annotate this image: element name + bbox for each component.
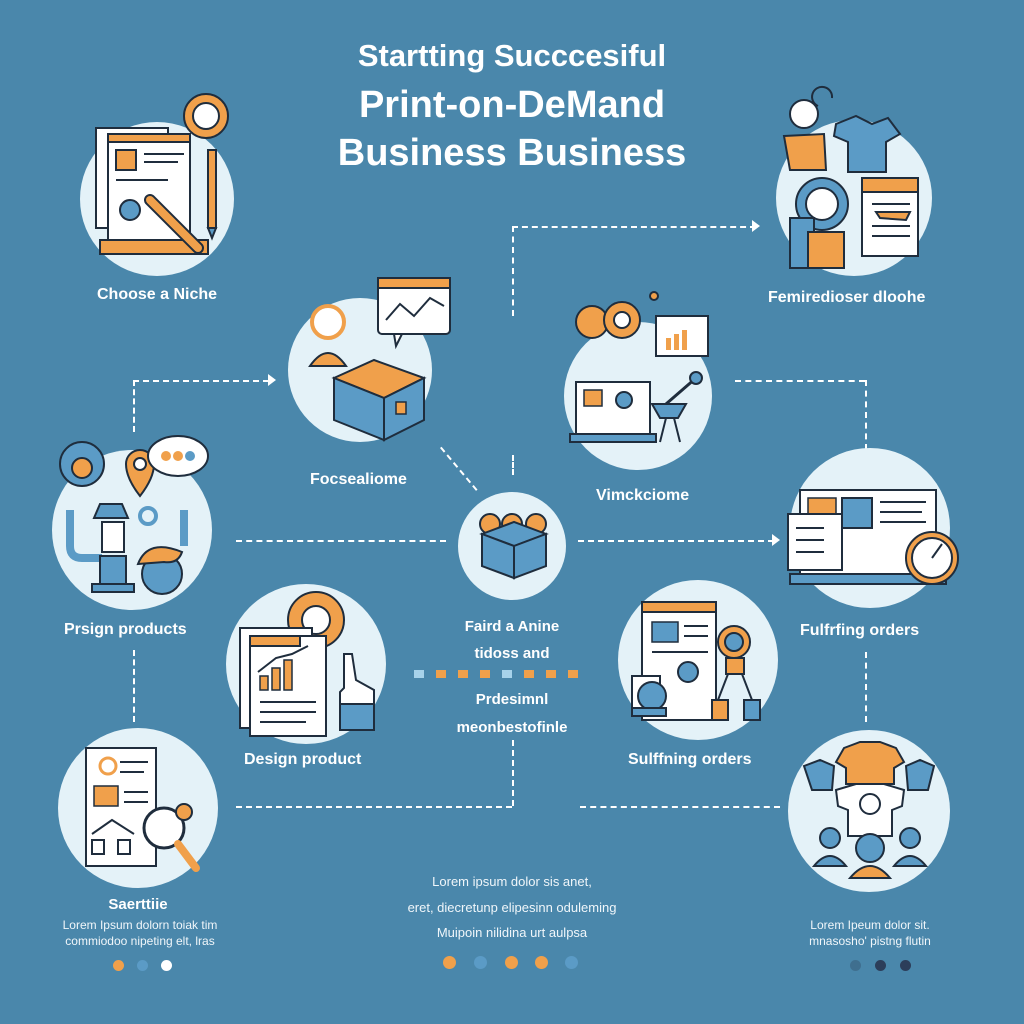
connector-top-right-h xyxy=(512,226,756,228)
arrow-head-top-right xyxy=(752,220,760,232)
gear-location-chat-icon xyxy=(59,435,209,595)
page-dot[interactable] xyxy=(443,956,456,969)
connector-top-right-v xyxy=(512,226,514,316)
center-text-line-1: Faird a Anine xyxy=(464,618,560,635)
connector-mid-right xyxy=(578,540,774,542)
page-dot[interactable] xyxy=(113,960,124,971)
arrow-head-mid-right xyxy=(772,534,780,546)
pagination-right xyxy=(848,960,918,972)
dashed-color-bar xyxy=(412,670,612,680)
connector-mid-left xyxy=(236,540,446,542)
connector-center-down xyxy=(512,740,514,806)
title-line-2: Print-on-DeMand xyxy=(358,84,666,126)
box-with-balls-icon xyxy=(479,513,549,580)
step-label-prsign: Prsign products xyxy=(64,621,187,638)
person-box-chart-icon xyxy=(308,277,451,442)
footer-center-line-3: Muipoin nilidina urt aulpsa xyxy=(436,925,588,940)
connector-bottom-h xyxy=(236,806,512,808)
step-label-top-right: Femiredioser dloohe xyxy=(768,289,926,306)
page-dot[interactable] xyxy=(535,956,548,969)
step-label-vimck: Vimckciome xyxy=(596,487,690,504)
page-dot[interactable] xyxy=(161,960,172,971)
page-dot[interactable] xyxy=(474,956,487,969)
step-label-fulfilling: Fulfrfing orders xyxy=(800,622,920,639)
laptop-clock-icon xyxy=(787,489,959,585)
footer-left-title: Saerttiie xyxy=(108,896,168,913)
laptop-chat-chart-icon xyxy=(569,291,709,443)
title-line-1: Startting Succcesiful xyxy=(357,38,667,73)
connector-center-up xyxy=(512,455,514,475)
connector-right-top-h xyxy=(735,380,865,382)
page-dot[interactable] xyxy=(137,960,148,971)
connector-bottom-right-h xyxy=(580,806,780,808)
connector-left-top-h xyxy=(133,380,269,382)
step-label-choose-niche: Choose a Niche xyxy=(97,286,218,303)
arrow-head-left-top xyxy=(268,374,276,386)
page-dot[interactable] xyxy=(505,956,518,969)
notebook-pencil-gear-icon xyxy=(95,93,229,255)
footer-left-line-2: commiodoo nipeting elt, lras xyxy=(65,934,215,948)
title-line-3: Business Business xyxy=(337,132,687,174)
step-label-focus: Focsealiome xyxy=(310,471,407,488)
center-text-line-2: tidoss and xyxy=(474,645,550,662)
pagination-center xyxy=(440,956,590,970)
pagination-left xyxy=(110,960,180,972)
connector-right-bottom-v xyxy=(865,652,867,722)
chart-document-gear-icon xyxy=(239,591,375,737)
page-dot[interactable] xyxy=(900,960,911,971)
footer-center-line-2: eret, diecretunp elipesinn oduleming xyxy=(407,900,617,915)
footer-right-line-1: Lorem Ipeum dolor sit. xyxy=(810,918,930,932)
footer-center-line-1: Lorem ipsum dolor sis anet, xyxy=(432,874,592,889)
center-text-line-3: Prdesimnl xyxy=(475,691,549,708)
connector-diag-focus xyxy=(440,446,478,491)
connector-left-top-v xyxy=(133,380,135,432)
connector-right-top-v xyxy=(865,380,867,450)
page-dot[interactable] xyxy=(850,960,861,971)
connector-left-bottom-v xyxy=(133,650,135,722)
page-dot[interactable] xyxy=(875,960,886,971)
center-text-line-4: meonbestofinle xyxy=(456,719,568,736)
document-search-icon xyxy=(85,747,200,872)
tshirts-people-icon xyxy=(802,741,936,879)
page-dot[interactable] xyxy=(565,956,578,969)
step-label-design: Design product xyxy=(244,751,362,768)
tshirt-gear-calendar-icon xyxy=(782,85,919,269)
step-label-sulffning: Sulffning orders xyxy=(628,751,752,768)
footer-left-line-1: Lorem Ipsum dolorn toiak tim xyxy=(62,918,218,932)
document-magnifier-icon xyxy=(631,601,761,721)
footer-right-line-2: mnasosho' pistng flutin xyxy=(809,934,931,948)
